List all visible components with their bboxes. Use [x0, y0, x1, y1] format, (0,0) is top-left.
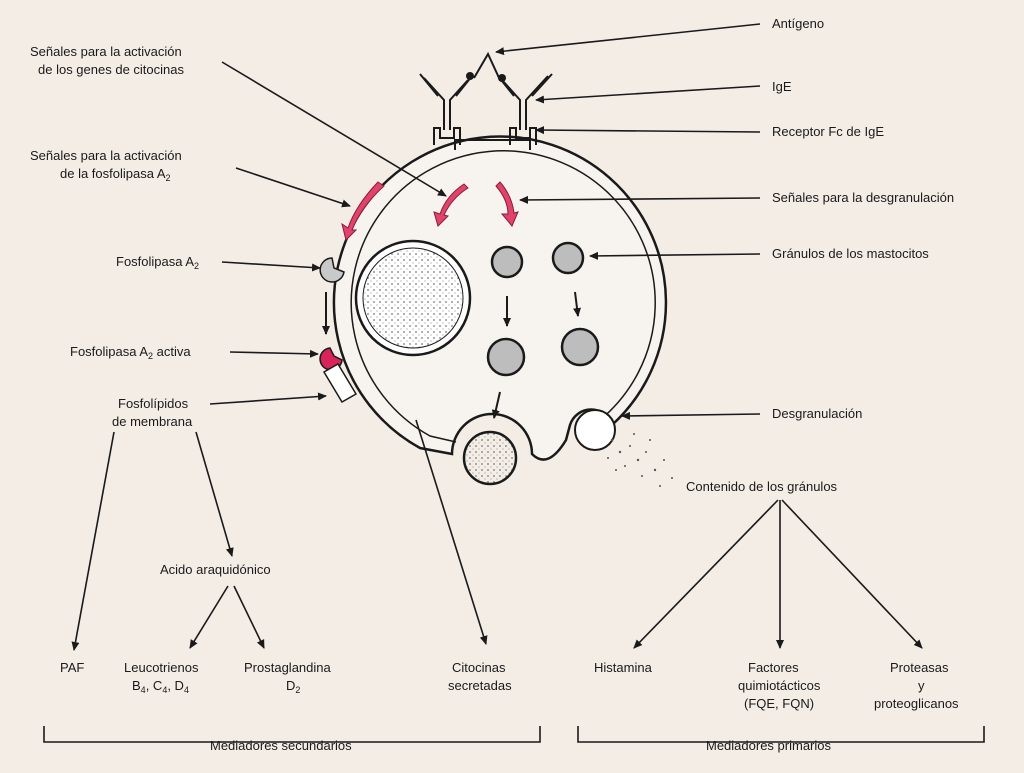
label-pla2-signals-1: Señales para la activación	[30, 148, 182, 163]
granule	[490, 245, 524, 279]
label-mast-cell-granules: Gránulos de los mastocitos	[772, 246, 929, 261]
label-arachidonic-acid: Acido araquidónico	[160, 562, 271, 577]
nucleus	[354, 239, 472, 357]
ige-antibody-right	[497, 73, 553, 130]
leader-lines	[71, 23, 923, 651]
label-cytokine-signals-1: Señales para la activación	[30, 44, 182, 59]
inner-membrane	[350, 150, 656, 443]
cell-membrane	[332, 135, 668, 461]
label-pla2-signals-2: de la fosfolipasa A2	[60, 166, 171, 183]
granule-arrows	[491, 291, 581, 419]
secondary-bracket	[43, 726, 541, 743]
label-leukotrienes-types: B4, C4, D4	[132, 678, 189, 695]
granule	[551, 241, 585, 275]
primary-bracket	[577, 726, 985, 743]
label-leukotrienes: Leucotrienos	[124, 660, 199, 675]
label-prostaglandin-d2: D2	[286, 678, 300, 695]
label-cytokines-1: Citocinas	[452, 660, 506, 675]
granule-fusing	[462, 430, 518, 486]
label-membrane-phospholipids-2: de membrana	[112, 414, 193, 429]
label-chemotactic-1: Factores	[748, 660, 799, 675]
label-granule-content: Contenido de los gránulos	[686, 479, 838, 494]
label-cytokine-signals-2: de los genes de citocinas	[38, 62, 184, 77]
label-primary-mediators: Mediadores primarios	[706, 738, 831, 753]
granule-released	[574, 409, 616, 451]
label-degranulation: Desgranulación	[772, 406, 862, 421]
ige-antibody-left	[419, 73, 473, 130]
label-paf: PAF	[60, 660, 84, 675]
label-phospholipase: Fosfolipasa A2	[116, 254, 199, 271]
mast-cell	[332, 135, 668, 461]
label-fc-receptor: Receptor Fc de IgE	[772, 124, 884, 139]
fc-receptor-left	[433, 127, 461, 145]
label-secondary-mediators: Mediadores secundarios	[210, 738, 352, 753]
released-content	[607, 433, 673, 487]
signal-arrow-cytokine	[433, 183, 469, 227]
label-cytokines-2: secretadas	[448, 678, 512, 693]
label-proteases-3: proteoglicanos	[874, 696, 959, 711]
signal-arrows	[341, 181, 519, 241]
granules	[462, 241, 616, 486]
signal-arrow-degranulation	[495, 181, 519, 227]
label-chemotactic-3: (FQE, FQN)	[744, 696, 814, 711]
label-membrane-phospholipids-1: Fosfolípidos	[118, 396, 189, 411]
label-degranulation-signals: Señales para la desgranulación	[772, 190, 954, 205]
granule	[486, 337, 526, 377]
signal-arrow-pla2	[341, 181, 385, 241]
granule	[560, 327, 600, 367]
phospholipase-inactive	[319, 257, 345, 283]
label-proteases-2: y	[918, 678, 925, 693]
label-phospholipase-active: Fosfolipasa A2 activa	[70, 344, 191, 361]
label-prostaglandin: Prostaglandina	[244, 660, 331, 675]
membrane-phospholipid	[322, 362, 358, 404]
fc-receptor-right	[509, 127, 537, 145]
mediator-brackets	[43, 726, 985, 743]
label-antigen: Antígeno	[772, 16, 824, 31]
antigen	[466, 51, 506, 82]
label-histamine: Histamina	[594, 660, 653, 675]
label-chemotactic-2: quimiotácticos	[738, 678, 821, 693]
label-proteases-1: Proteasas	[890, 660, 949, 675]
membrane-bump	[454, 139, 531, 150]
label-ige: IgE	[772, 79, 792, 94]
